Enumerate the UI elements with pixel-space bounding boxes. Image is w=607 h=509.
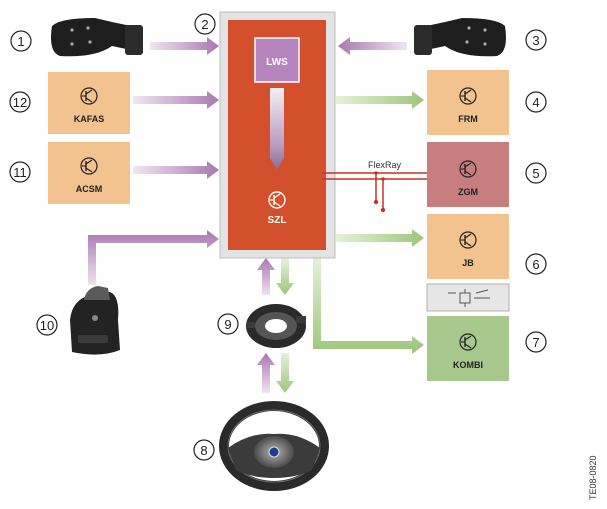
module-kombi: KOMBI [427,316,509,381]
arrows [88,37,424,393]
svg-text:6: 6 [532,257,539,272]
kafas-transistor-icon [80,87,98,105]
arrow-szl-to-jb [336,229,424,247]
arrow-clockspring-to-szl [257,258,275,295]
callout-6: 6 [525,253,547,275]
flexray-node [381,177,385,181]
acsm-box [48,142,130,204]
zgm-box [427,142,509,207]
callouts: 1 2 3 4 5 6 7 8 9 10 11 12 [9,13,547,461]
arrow-wheel-to-clockspring [257,353,275,393]
callout-8: 8 [193,439,215,461]
module-acsm: ACSM [48,142,130,204]
callout-2: 2 [194,13,216,35]
szl-module: LWS SZL [219,11,336,259]
clockspring-icon [246,304,306,348]
flexray-label: FlexRay [368,160,402,170]
zgm-transistor-icon [459,160,477,178]
callout-4: 4 [525,91,547,113]
arrow-stalk-right-to-szl [338,37,407,55]
arrow-kafas-to-szl [133,91,219,109]
szl-label: SZL [268,215,287,226]
module-frm: FRM [427,70,509,135]
callout-5: 5 [525,162,547,184]
callout-12: 12 [9,91,31,113]
svg-text:2: 2 [201,17,208,32]
kombi-box [427,316,509,381]
callout-1: 1 [10,30,32,52]
kombi-transistor-icon [459,333,477,351]
figure-reference: TE08-0820 [588,455,598,500]
svg-text:10: 10 [40,318,54,333]
callout-9: 9 [217,313,239,335]
svg-text:9: 9 [224,317,231,332]
acsm-transistor-icon [80,157,98,175]
arrow-szl-to-kombi [313,257,424,354]
jb-box [427,214,509,279]
lws-label: LWS [266,57,288,68]
relay-box-frame [426,283,510,312]
callout-7: 7 [525,331,547,353]
gear-selector-icon [70,286,120,355]
lws-box [254,37,300,83]
arrow-szl-to-frm [336,91,424,109]
arrow-stalk-left-to-szl [150,37,219,55]
arrow-gear-selector-to-szl [88,230,219,285]
left-steering-stalk-icon [51,18,143,57]
zgm-label: ZGM [458,187,478,197]
frm-box [427,70,509,135]
svg-text:3: 3 [532,33,539,48]
svg-text:12: 12 [13,95,27,110]
svg-text:8: 8 [200,443,207,458]
arrow-acsm-to-szl [133,161,219,179]
flexray-terminal [380,207,386,213]
relay-box [426,283,510,312]
steering-column-shaft [270,88,284,170]
szl-transistor-icon [268,191,286,209]
jb-label: JB [462,258,474,268]
svg-text:7: 7 [532,335,539,350]
kafas-label: KAFAS [74,114,105,124]
svg-text:4: 4 [532,95,539,110]
callout-3: 3 [525,29,547,51]
relay-symbol-icon [448,289,490,307]
brand-logo-icon [268,446,280,458]
svg-text:5: 5 [532,166,539,181]
frm-label: FRM [458,114,478,124]
svg-text:11: 11 [13,165,27,180]
arrow-szl-to-clockspring [276,258,294,295]
frm-transistor-icon [459,87,477,105]
kombi-label: KOMBI [453,360,483,370]
module-jb: JB [427,214,509,279]
flexray-node [374,171,378,175]
right-steering-stalk-icon [414,18,506,57]
module-kafas: KAFAS [48,72,130,134]
kafas-box [48,72,130,134]
callout-11: 11 [9,161,31,183]
acsm-label: ACSM [76,184,103,194]
arrow-clockspring-to-wheel [276,353,294,393]
steering-wheel-icon [219,401,329,491]
jb-transistor-icon [459,231,477,249]
module-zgm: ZGM [427,142,509,207]
flexray-terminal [373,199,379,205]
svg-text:1: 1 [17,34,24,49]
callout-10: 10 [36,314,58,336]
